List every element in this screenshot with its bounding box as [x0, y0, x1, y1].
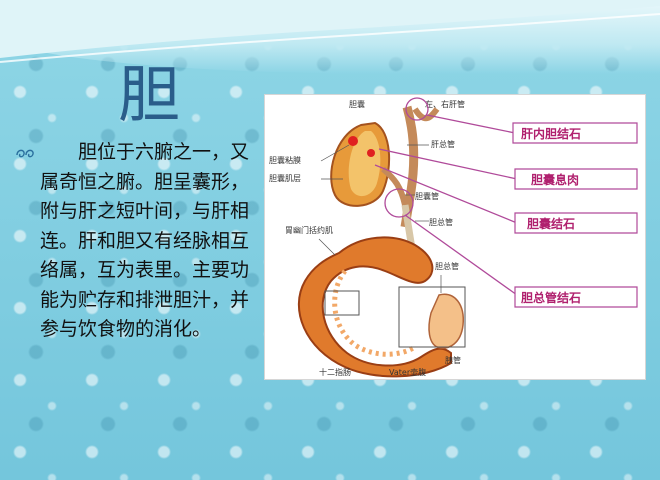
duodenum-folds [332, 269, 417, 357]
header-band [0, 0, 660, 74]
cystic-duct-shape [381, 166, 408, 206]
callout-text-gallbladder-polyp: 胆囊息肉 [531, 172, 579, 187]
callout-connectors [374, 97, 518, 296]
callout-text-gallbladder-stone: 胆囊结石 [527, 216, 575, 231]
swirl-bullet-icon [16, 149, 34, 158]
label-gallbladder-muscle: 胆囊肌层 [269, 173, 301, 183]
label-pancreatic-duct: 胰管 [445, 355, 461, 365]
duodenum-shape [297, 236, 452, 378]
ampulla-shape [428, 293, 464, 349]
right-hepatic-branch-shape [412, 107, 440, 122]
slide-title: 胆 [118, 58, 183, 131]
callout-gallstone: 胆囊结石 [514, 212, 638, 234]
header-wave-decoration [0, 0, 660, 63]
label-hepatic-ducts: 左、右肝管 [425, 99, 465, 109]
label-duodenum: 十二指肠 [319, 367, 351, 377]
zoom-box [398, 286, 466, 348]
slide-paragraph: 胆位于六腑之一，又属奇恒之腑。胆呈囊形，附与肝之短叶间，与肝相连。肝和胆又有经脉… [40, 141, 250, 340]
label-vater-ampulla: Vater壶腹 [389, 367, 426, 377]
label-common-hepatic-duct: 肝总管 [431, 139, 455, 149]
gallbladder-inner-shape [348, 131, 381, 197]
stone-marker [367, 149, 375, 157]
callout-common-duct: 胆总管结石 [514, 286, 638, 308]
polyp-marker [348, 136, 358, 146]
leader-lines [318, 144, 442, 293]
label-gallbladder: 胆囊 [349, 99, 365, 109]
callout-polyp: 胆囊息肉 [514, 168, 638, 190]
label-gallbladder-mucosa: 胆囊粘膜 [269, 155, 301, 165]
label-common-bile-duct: 胆总管 [429, 217, 453, 227]
callout-text-common-bile-duct-stone: 胆总管结石 [521, 290, 581, 305]
callout-intrahepatic: 肝内胆结石 [512, 122, 638, 144]
label-bile-duct: 胆总管 [435, 261, 459, 271]
label-pyloric-sphincter: 胃幽门括约肌 [285, 225, 333, 235]
gallbladder-anatomy-diagram: 胆囊 左、右肝管 胆囊粘膜 肝总管 胆囊肌层 胆囊管 胆总管 胃幽门括约肌 胆总… [269, 97, 638, 378]
anatomy-figure: 胆囊 左、右肝管 胆囊粘膜 肝总管 胆囊肌层 胆囊管 胆总管 胃幽门括约肌 胆总… [264, 94, 646, 380]
label-cystic-duct: 胆囊管 [415, 191, 439, 201]
sphincter-box [324, 290, 360, 316]
callout-text-intrahepatic-stone: 肝内胆结石 [521, 126, 581, 141]
